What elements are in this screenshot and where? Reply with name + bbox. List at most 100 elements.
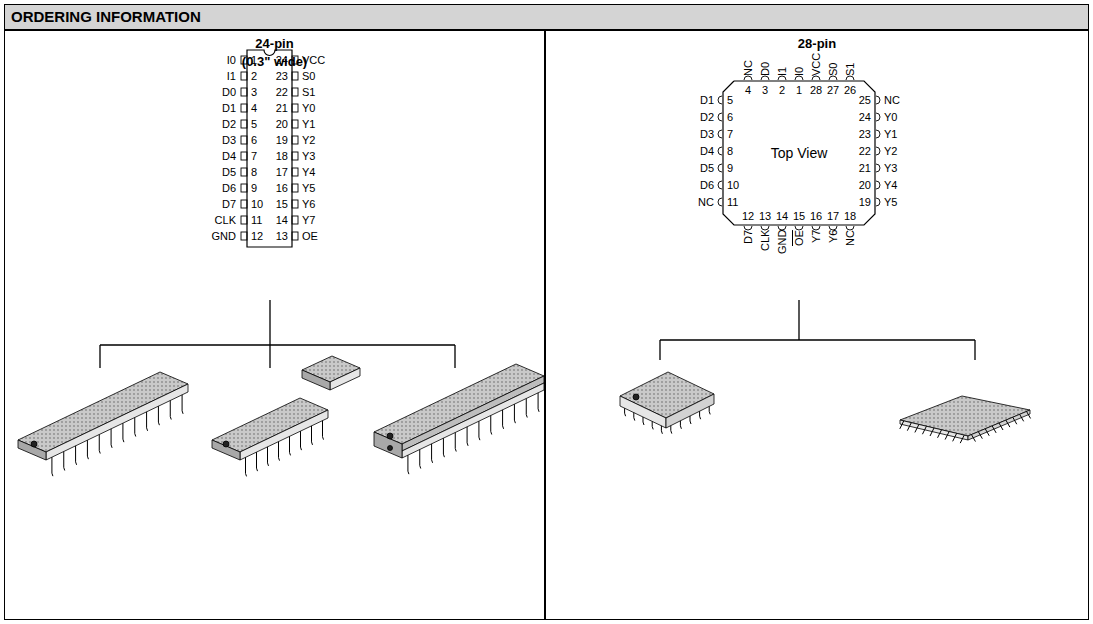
pin-name: Y4 — [884, 179, 897, 191]
pin-number: 27 — [827, 84, 839, 96]
package-pin — [301, 431, 302, 450]
pin-stub — [292, 200, 298, 208]
package-heading: (0.3" wide) — [13, 53, 536, 71]
pin-number: 21 — [276, 102, 288, 114]
package-pin — [1020, 414, 1024, 421]
pin-mark — [761, 226, 769, 230]
package-pin — [652, 421, 653, 429]
pin-name: NC — [884, 94, 900, 106]
plcc-package — [620, 372, 714, 428]
pin-mark — [876, 164, 880, 172]
pin-number: 1 — [796, 84, 802, 96]
pin-number: 5 — [727, 94, 733, 106]
package-pin — [1013, 417, 1017, 424]
pin-number: 22 — [276, 86, 288, 98]
package-pin — [158, 406, 159, 425]
package-pin — [268, 447, 269, 466]
pin-mark — [812, 226, 820, 230]
pin-stub — [292, 184, 298, 192]
package-pin — [87, 440, 88, 459]
package-pin — [64, 452, 65, 471]
pin-number: 10 — [727, 179, 739, 191]
flatpack-package — [900, 396, 1030, 440]
pin-mark — [795, 226, 803, 230]
pin-name: NC — [698, 196, 714, 208]
package-pin — [279, 442, 280, 461]
plcc-body: Top View — [722, 80, 876, 226]
pin-stub — [292, 152, 298, 160]
pin-number: 3 — [251, 86, 257, 98]
package-pin — [634, 413, 635, 421]
pin-name: D7 — [222, 198, 236, 210]
pin-stub — [241, 184, 247, 192]
pin-mark — [812, 76, 820, 80]
pin-stub — [241, 136, 247, 144]
pin-number: 6 — [251, 134, 257, 146]
pin-mark — [718, 130, 722, 138]
pin-name: S1 — [844, 63, 856, 76]
package-pins — [52, 393, 1031, 477]
pin-name: NC — [742, 60, 754, 76]
package-panel: 28-pinTop View — [545, 30, 1089, 620]
package-pin — [999, 423, 1003, 430]
pin-number: 26 — [844, 84, 856, 96]
pin-name: VCC — [810, 53, 822, 76]
pin-number: 19 — [859, 196, 871, 208]
package-pin — [432, 444, 433, 463]
pin-stub — [241, 216, 247, 224]
pin-name: GND — [212, 230, 236, 242]
pin-number: 25 — [859, 94, 871, 106]
pin-number: 16 — [810, 210, 822, 222]
pin-mark — [744, 226, 752, 230]
pin-mark — [718, 198, 722, 206]
pin-stubs — [241, 56, 298, 240]
package-heading: 24-pin — [13, 35, 536, 53]
pin-number: 13 — [759, 210, 771, 222]
package-pin — [690, 416, 691, 424]
pin-name: D2 — [700, 111, 714, 123]
view-label: Top View — [771, 144, 828, 162]
pin-mark — [718, 181, 722, 189]
pin-name: Y5 — [302, 182, 315, 194]
package-pin — [992, 426, 996, 433]
pin-number: 1 — [251, 54, 257, 66]
pin-name: I1 — [227, 70, 236, 82]
package-pin — [985, 429, 989, 436]
pin-stub — [292, 168, 298, 176]
package-pin — [290, 436, 291, 455]
pin-number: 7 — [251, 150, 257, 162]
pin-number: 4 — [745, 84, 751, 96]
pin-number: 14 — [276, 214, 288, 226]
pin-number: 17 — [276, 166, 288, 178]
package-pin — [671, 426, 672, 434]
pin-number: 22 — [859, 145, 871, 157]
pin-name: D3 — [700, 128, 714, 140]
pin-name: D6 — [222, 182, 236, 194]
pin-name: Y5 — [884, 196, 897, 208]
pin-name: D0 — [759, 62, 771, 76]
pin-number: 14 — [776, 210, 788, 222]
pin-mark — [829, 76, 837, 80]
package-pin — [420, 450, 421, 469]
pin-number: 7 — [727, 128, 733, 140]
pin-name: Y1 — [884, 128, 897, 140]
pin-number: 24 — [276, 54, 288, 66]
pin-number: 9 — [251, 182, 257, 194]
pin-number: 18 — [844, 210, 856, 222]
pin-name: D7 — [742, 230, 754, 244]
pin-name: CLK — [215, 214, 236, 226]
package-heading: 28-pin — [554, 35, 1080, 53]
package-pin — [246, 457, 247, 476]
pin-name: D1 — [222, 102, 236, 114]
pin-stub — [292, 232, 298, 240]
package-pin — [76, 446, 77, 465]
package-pin — [526, 399, 527, 418]
pin-number: 20 — [276, 118, 288, 130]
package-pin — [135, 418, 136, 437]
package-pin — [408, 455, 409, 474]
pin-name: D5 — [222, 166, 236, 178]
package-pin — [503, 410, 504, 429]
pin-mark — [718, 113, 722, 121]
